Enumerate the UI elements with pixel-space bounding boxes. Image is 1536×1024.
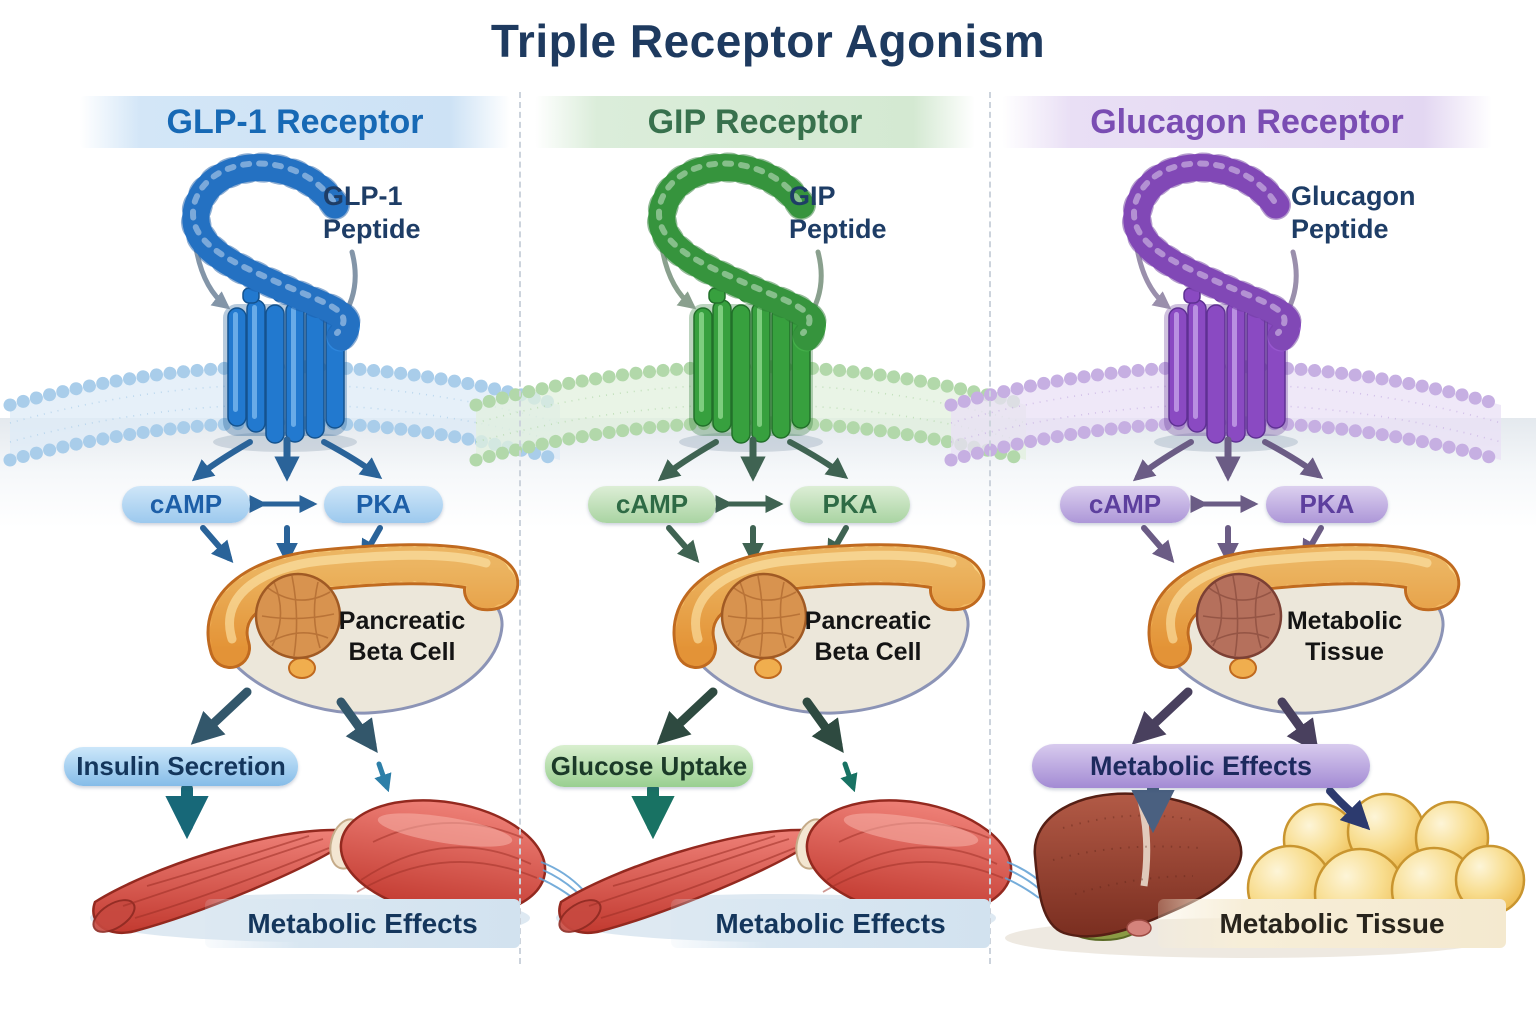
column-header-glucagon: Glucagon Receptor [1002, 96, 1492, 148]
column-divider-2 [989, 92, 991, 964]
pka-pill-gip: PKA [790, 486, 910, 523]
column-divider-1 [519, 92, 521, 964]
column-header-gip: GIP Receptor [535, 96, 975, 148]
effect-pill-metabolic-effects: Metabolic Effects [1032, 744, 1370, 788]
pka-pill-glp1: PKA [324, 486, 443, 523]
gip-peptide-label: GIP Peptide [789, 181, 887, 244]
page-title: Triple Receptor Agonism [490, 15, 1046, 67]
cell-label-glp1: Pancreatic Beta Cell [338, 607, 466, 667]
cell-label-gip: Pancreatic Beta Cell [804, 607, 932, 667]
signal-arrows-lower-glucagon [1131, 687, 1371, 834]
bottom-label-glp1: Metabolic Effects [205, 899, 520, 948]
camp-pill-glucagon: cAMP [1060, 486, 1190, 523]
column-header-glp1: GLP-1 Receptor [80, 96, 510, 148]
cell-label-glucagon: Metabolic Tissue [1286, 607, 1403, 667]
signal-arrows-lower-gip [631, 687, 858, 840]
effect-pill-insulin-secretion: Insulin Secretion [64, 747, 298, 786]
bottom-label-glucagon: Metabolic Tissue [1158, 899, 1506, 948]
glucagon-peptide-label: Glucagon Peptide [1291, 181, 1416, 244]
signal-arrows-lower-glp1 [165, 687, 392, 840]
bottom-label-gip: Metabolic Effects [671, 899, 990, 948]
camp-pill-gip: cAMP [588, 486, 716, 523]
glp1-peptide-label: GLP-1 Peptide [323, 181, 421, 244]
effect-pill-glucose-uptake: Glucose Uptake [545, 745, 753, 787]
camp-pill-glp1: cAMP [122, 486, 250, 523]
signal-arrows-upper-glp1 [191, 245, 383, 565]
pka-pill-glucagon: PKA [1266, 486, 1388, 523]
